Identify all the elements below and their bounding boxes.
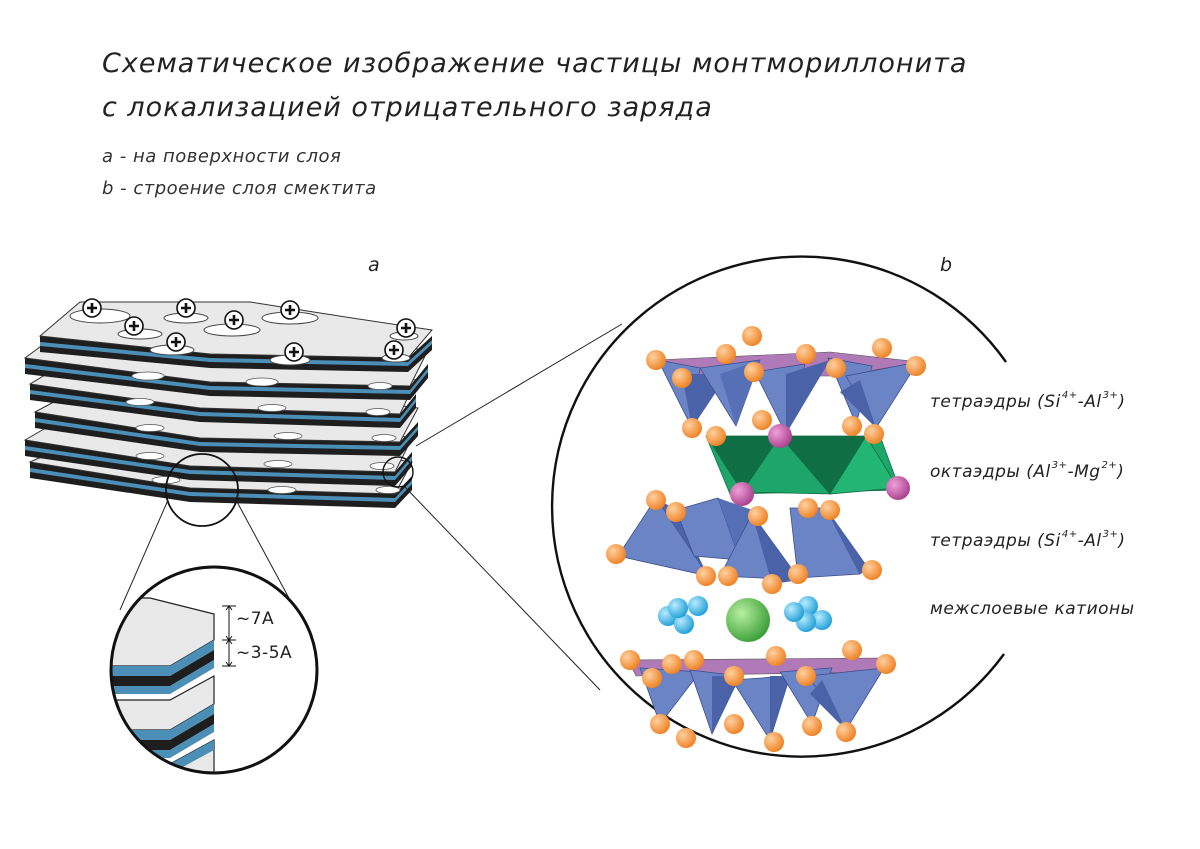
- plus-charge-icon: [175, 297, 197, 319]
- plus-charge-icon: [123, 315, 145, 337]
- panel-label-b: b: [940, 254, 953, 276]
- top-sheet-charges: [69, 297, 419, 366]
- panel-label-a: a: [368, 254, 381, 276]
- tetrahedral-sheet-bottom: [617, 497, 870, 584]
- legend-b: b - строение слоя смектита: [102, 178, 377, 199]
- layer-stack: [23, 297, 433, 508]
- oxygen-atoms: [606, 326, 926, 752]
- zoom-line-right: [235, 499, 291, 601]
- lower-sheet-charges: [125, 371, 401, 494]
- label-octahedra: октаэдры (Al3+-Mg2+): [930, 460, 1125, 482]
- plus-charge-icon: [279, 299, 301, 321]
- cation-large: [726, 598, 770, 642]
- zoom-marker-edge: [165, 453, 239, 527]
- dim-interlayer-label: ~3-5A: [236, 643, 293, 663]
- tetrahedral-sheet-top: [655, 351, 921, 436]
- title-line-1: Схематическое изображение частицы монтмо…: [102, 48, 968, 79]
- zoom-line-left: [119, 499, 169, 611]
- structure-circle: [550, 255, 1007, 758]
- plus-charge-icon: [223, 309, 245, 331]
- plus-charge-icon: [165, 331, 187, 353]
- zoom-line-bottom: [403, 485, 601, 691]
- octahedral-sheet: [705, 435, 901, 495]
- plus-charge-icon: [81, 297, 103, 319]
- plus-charge-icon: [283, 341, 305, 363]
- plus-charge-icon: [383, 339, 405, 361]
- legend-a: a - на поверхности слоя: [102, 146, 342, 167]
- dim-layer-label: ~7A: [236, 609, 275, 629]
- zoom-marker-structure: [382, 456, 414, 488]
- label-tetrahedra-top: тетраэдры (Si4+-Al3+): [930, 390, 1126, 412]
- magnesium-atoms: [730, 424, 910, 506]
- edge-magnifier: [109, 565, 319, 775]
- zoom-line-top: [415, 323, 623, 447]
- interlayer-cations: [658, 596, 832, 642]
- label-tetrahedra-bottom: тетраэдры (Si4+-Al3+): [930, 529, 1126, 551]
- label-interlayer-cations: межслоевые катионы: [930, 599, 1135, 619]
- plus-charge-icon: [395, 317, 417, 339]
- dimension-marks: [222, 605, 236, 667]
- title-line-2: с локализацией отрицательного заряда: [102, 92, 713, 123]
